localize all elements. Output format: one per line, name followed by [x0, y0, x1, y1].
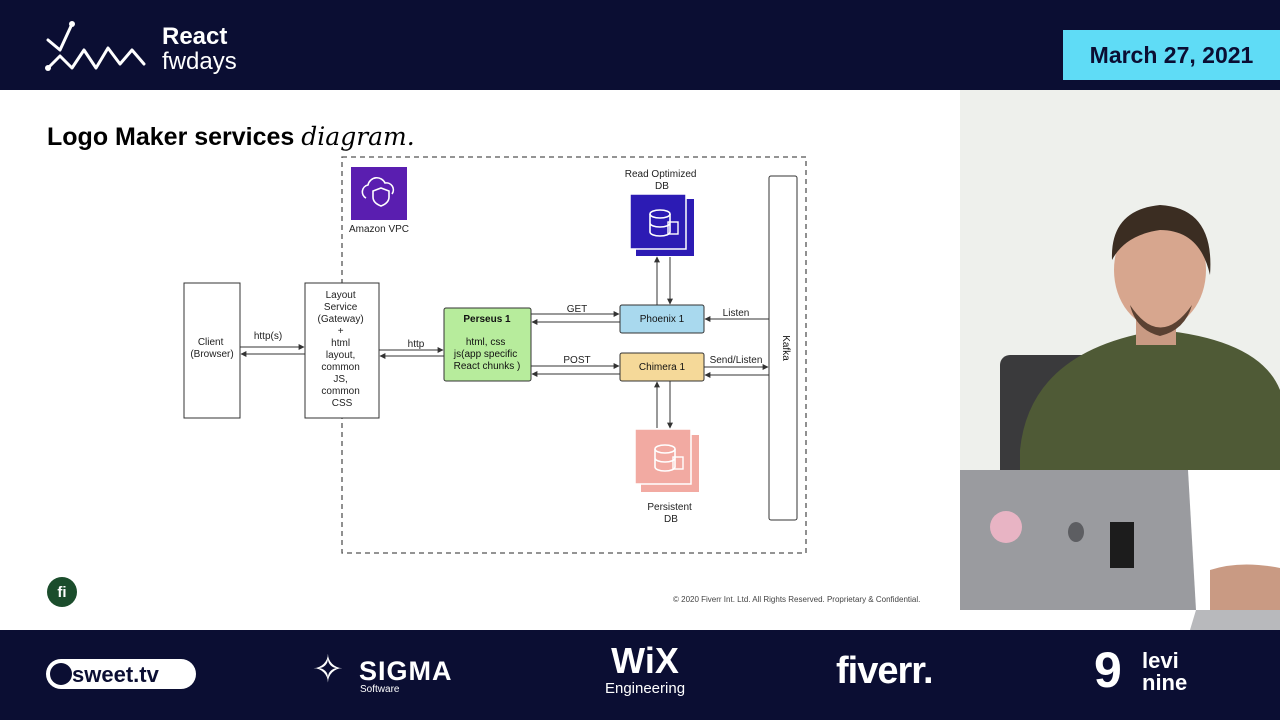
levi-nine-9-icon: 9 [1094, 642, 1122, 698]
client-label: Client (Browser) [190, 337, 233, 360]
persistent-db-label: Persistent DB [647, 502, 694, 525]
fwdays-logo-icon [45, 21, 146, 71]
fiverr-fi-logo: fi [47, 577, 77, 607]
brand-line1: React [162, 23, 228, 50]
edge-label-http: http [408, 339, 425, 350]
perseus-body: html, css js(app specific React chunks ) [453, 337, 520, 372]
brand-line2: fwdays [162, 48, 237, 75]
slide-title: Logo Maker services diagram. [47, 122, 415, 152]
persistent-db-icon [634, 428, 699, 492]
sponsor-bar: sweet.tv ✧ SIGMA Software WiX Engineerin… [0, 630, 1280, 720]
read-db-label: Read Optimized DB [625, 169, 699, 192]
event-date: March 27, 2021 [1063, 30, 1280, 80]
slide: Logo Maker services diagram. Amazon VPC … [0, 90, 960, 630]
sponsor-sweet-tv: sweet.tv [46, 659, 196, 689]
services-diagram: Amazon VPC Client (Browser) Layout Servi… [183, 156, 807, 554]
wix-label: WiX [611, 640, 679, 681]
slide-title-italic: diagram. [301, 122, 415, 151]
read-db-icon [629, 193, 694, 256]
perseus-title: Perseus 1 [463, 314, 511, 325]
sponsor-fiverr: fiverr. [836, 650, 934, 692]
sigma-sublabel: Software [360, 684, 400, 695]
edge-label-https: http(s) [254, 331, 282, 342]
layout-service-label: Layout Service (Gateway) + html layout, … [318, 290, 367, 409]
kafka-box [768, 175, 798, 521]
sigma-label: SIGMA [359, 656, 453, 686]
vpc-label: Amazon VPC [349, 224, 409, 235]
copyright-notice: © 2020 Fiverr Int. Ltd. All Rights Reser… [673, 595, 921, 604]
perseus-box [443, 307, 532, 382]
sweet-tv-label: sweet.tv [72, 662, 159, 687]
kafka-label: Kafka [780, 335, 791, 361]
client-box [183, 282, 241, 419]
edge-label-post: POST [563, 355, 590, 366]
phoenix-label: Phoenix 1 [640, 314, 685, 325]
nine-label: nine [1142, 670, 1188, 695]
layout-service-box [304, 282, 380, 419]
vpc-icon [351, 167, 407, 220]
edge-label-send-listen: Send/Listen [710, 355, 763, 366]
wix-sublabel: Engineering [604, 680, 686, 697]
speaker-video [960, 90, 1280, 630]
sweet-tv-icon [50, 663, 72, 685]
slide-title-bold: Logo Maker services [47, 123, 295, 151]
phoenix-box [619, 304, 705, 334]
edge-label-get: GET [567, 304, 588, 315]
brand-name: React fwdays [162, 24, 237, 74]
top-bar: React fwdays March 27, 2021 [0, 0, 1280, 90]
chimera-label: Chimera 1 [639, 362, 686, 373]
sigma-star-icon: ✧ [312, 649, 344, 691]
edge-label-listen: Listen [723, 308, 750, 319]
levi-label: levi [1142, 648, 1179, 673]
sponsor-wix: WiX Engineering [600, 640, 690, 698]
speaker-picture [960, 90, 1280, 630]
